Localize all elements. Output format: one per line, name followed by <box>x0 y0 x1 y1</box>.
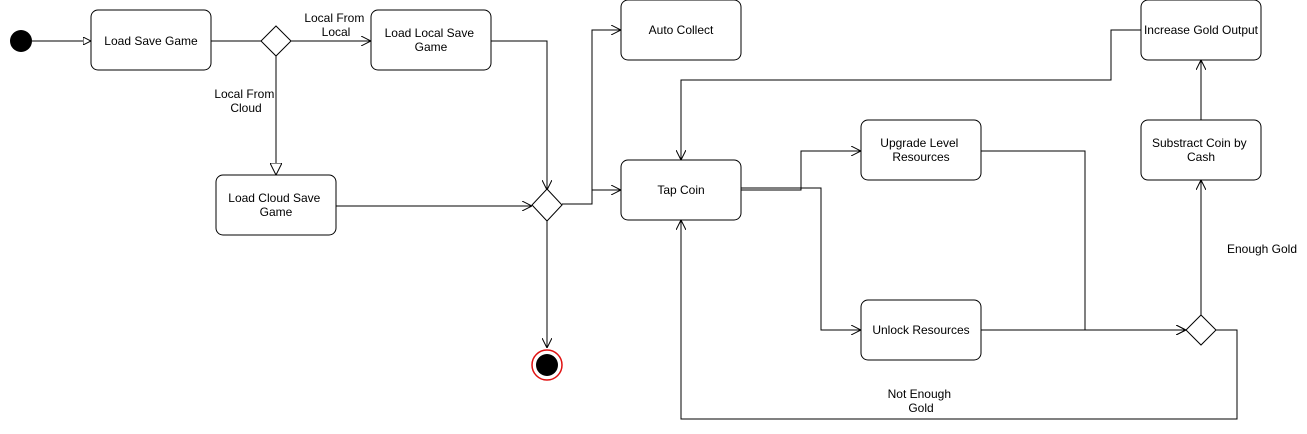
label-tap-coin: Tap Coin <box>657 183 704 197</box>
merge-node <box>531 188 563 222</box>
action-unlock-resources <box>860 299 982 361</box>
label-load-save-game: Load Save Game <box>104 34 198 48</box>
edge-label-local-from-cloud: Local From Cloud <box>214 87 277 115</box>
label-load-local-save-game: Load Local Save Game <box>385 26 478 54</box>
edge-label-not-enough-gold: Not Enough Gold <box>888 387 955 415</box>
edge-label-enough-gold: Enough Gold <box>1227 242 1297 256</box>
edge-merge-to-auto-collect <box>562 30 621 205</box>
label-substract-coin-by-cash: Substract Coin by Cash <box>1152 136 1250 164</box>
edge-local-save-to-merge <box>491 40 547 190</box>
edge-increase-gold-to-tap-coin <box>681 29 1141 160</box>
action-auto-collect <box>620 0 742 61</box>
edge-label-local-from-local: Local From Local <box>304 11 367 39</box>
label-auto-collect: Auto Collect <box>649 23 714 37</box>
label-unlock-resources: Unlock Resources <box>872 323 969 337</box>
label-upgrade-level-resources: Upgrade Level Resources <box>880 136 961 164</box>
edge-tap-coin-to-unlock <box>741 187 861 330</box>
final-node <box>531 349 563 381</box>
decision-load-source <box>260 25 292 57</box>
label-load-cloud-save-game: Load Cloud Save Game <box>228 191 323 219</box>
decision-gold-check <box>1185 314 1217 346</box>
label-increase-gold-output: Increase Gold Output <box>1144 23 1259 37</box>
action-load-cloud-save-game <box>215 174 337 236</box>
edge-tap-coin-to-upgrade <box>741 151 861 191</box>
action-load-save-game <box>90 9 212 71</box>
action-upgrade-level-resources <box>860 119 982 181</box>
action-tap-coin <box>620 159 742 221</box>
initial-node <box>10 30 32 52</box>
action-load-local-save-game <box>370 9 492 71</box>
edge-gold-check-to-tap-coin <box>681 220 1238 420</box>
action-increase-gold-output <box>1140 0 1262 61</box>
action-substract-coin-by-cash <box>1140 119 1262 181</box>
